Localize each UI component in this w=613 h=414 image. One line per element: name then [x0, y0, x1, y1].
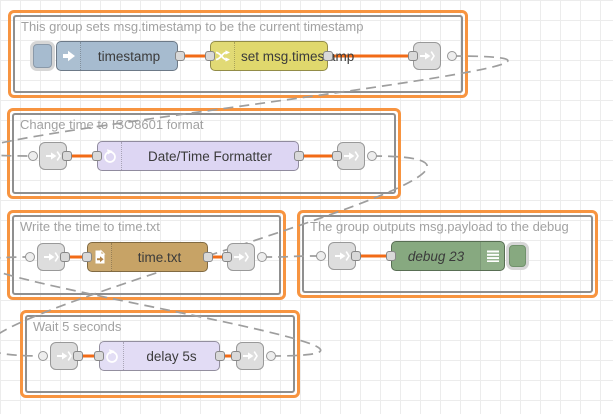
link-out-node-3[interactable]: [227, 243, 255, 271]
link-in-4-output-port[interactable]: [351, 251, 361, 261]
link-out-5-virtual-port[interactable]: [266, 351, 276, 361]
link-wire-wait-to-file[interactable]: [0, 256, 322, 357]
group-inner-border: [13, 15, 463, 93]
link-wire-file-to-debug[interactable]: [261, 255, 322, 258]
link-out-icon: [243, 351, 258, 361]
file-output-port[interactable]: [203, 252, 213, 262]
debug-input-port[interactable]: [386, 251, 396, 261]
delay-output-port[interactable]: [215, 351, 225, 361]
node-label: timestamp: [97, 48, 161, 64]
link-out-icon: [234, 252, 249, 262]
group-inner-border: [12, 215, 281, 295]
debug-node[interactable]: debug 23: [391, 241, 505, 271]
link-in-5-output-port[interactable]: [73, 351, 83, 361]
group-label: Wait 5 seconds: [33, 319, 122, 334]
link-out-icon: [420, 51, 435, 61]
link-out-3-virtual-port[interactable]: [257, 252, 267, 262]
change-output-port[interactable]: [323, 51, 333, 61]
inject-button[interactable]: [33, 44, 52, 68]
change-node[interactable]: set msg.timestamp: [210, 41, 354, 71]
inject-arrow-icon: [57, 42, 81, 70]
link-in-icon: [335, 251, 350, 261]
group-write-file[interactable]: Write the time to time.txt: [7, 210, 286, 300]
debug-sidebar-icon: [480, 242, 504, 270]
shuffle-icon: [211, 42, 235, 70]
formatter-node[interactable]: Date/Time Formatter: [97, 141, 299, 171]
link-out-5-input-port[interactable]: [231, 351, 241, 361]
change-input-port[interactable]: [205, 51, 215, 61]
delay-node[interactable]: delay 5s: [99, 341, 220, 371]
link-out-1-input-port[interactable]: [408, 51, 418, 61]
link-in-icon: [44, 252, 59, 262]
group-wait[interactable]: Wait 5 seconds: [20, 310, 300, 398]
node-label: debug 23: [407, 248, 465, 264]
group-label: Write the time to time.txt: [20, 219, 160, 234]
group-iso8601[interactable]: Change time to ISO8601 format: [7, 108, 401, 199]
link-in-2-output-port[interactable]: [62, 151, 72, 161]
timer-icon: [98, 142, 122, 170]
link-out-2-input-port[interactable]: [332, 151, 342, 161]
group-label: Change time to ISO8601 format: [20, 117, 204, 132]
formatter-input-port[interactable]: [92, 151, 102, 161]
link-in-3-virtual-port[interactable]: [25, 252, 35, 262]
delay-input-port[interactable]: [94, 351, 104, 361]
node-label: time.txt: [137, 249, 182, 265]
debug-toggle-button[interactable]: [509, 245, 526, 267]
link-wire-timestamp-to-iso[interactable]: [0, 55, 509, 157]
file-out-icon: [88, 243, 112, 271]
group-inner-border: [25, 315, 295, 393]
inject-node[interactable]: timestamp: [56, 41, 178, 71]
link-in-2-virtual-port[interactable]: [28, 151, 38, 161]
timer-icon: [100, 342, 124, 370]
group-label: This group sets msg.timestamp to be the …: [21, 19, 364, 34]
group-debug-output[interactable]: The group outputs msg.payload to the deb…: [297, 210, 598, 298]
link-out-1-virtual-port[interactable]: [447, 51, 457, 61]
link-in-icon: [57, 351, 72, 361]
node-label: Date/Time Formatter: [147, 148, 273, 164]
formatter-output-port[interactable]: [294, 151, 304, 161]
link-in-4-virtual-port[interactable]: [316, 251, 326, 261]
group-label: The group outputs msg.payload to the deb…: [310, 219, 569, 234]
link-out-icon: [344, 151, 359, 161]
inject-output-port[interactable]: [175, 51, 185, 61]
link-out-2-virtual-port[interactable]: [367, 151, 377, 161]
link-in-3-output-port[interactable]: [60, 252, 70, 262]
node-label: delay 5s: [146, 348, 197, 364]
group-inner-border: [302, 215, 593, 293]
link-out-3-input-port[interactable]: [222, 252, 232, 262]
node-label: set msg.timestamp: [241, 48, 355, 64]
file-input-port[interactable]: [82, 252, 92, 262]
link-in-5-virtual-port[interactable]: [38, 351, 48, 361]
group-inner-border: [12, 113, 396, 194]
link-in-icon: [46, 151, 61, 161]
file-node[interactable]: time.txt: [87, 242, 208, 272]
group-timestamp[interactable]: This group sets msg.timestamp to be the …: [8, 10, 468, 98]
